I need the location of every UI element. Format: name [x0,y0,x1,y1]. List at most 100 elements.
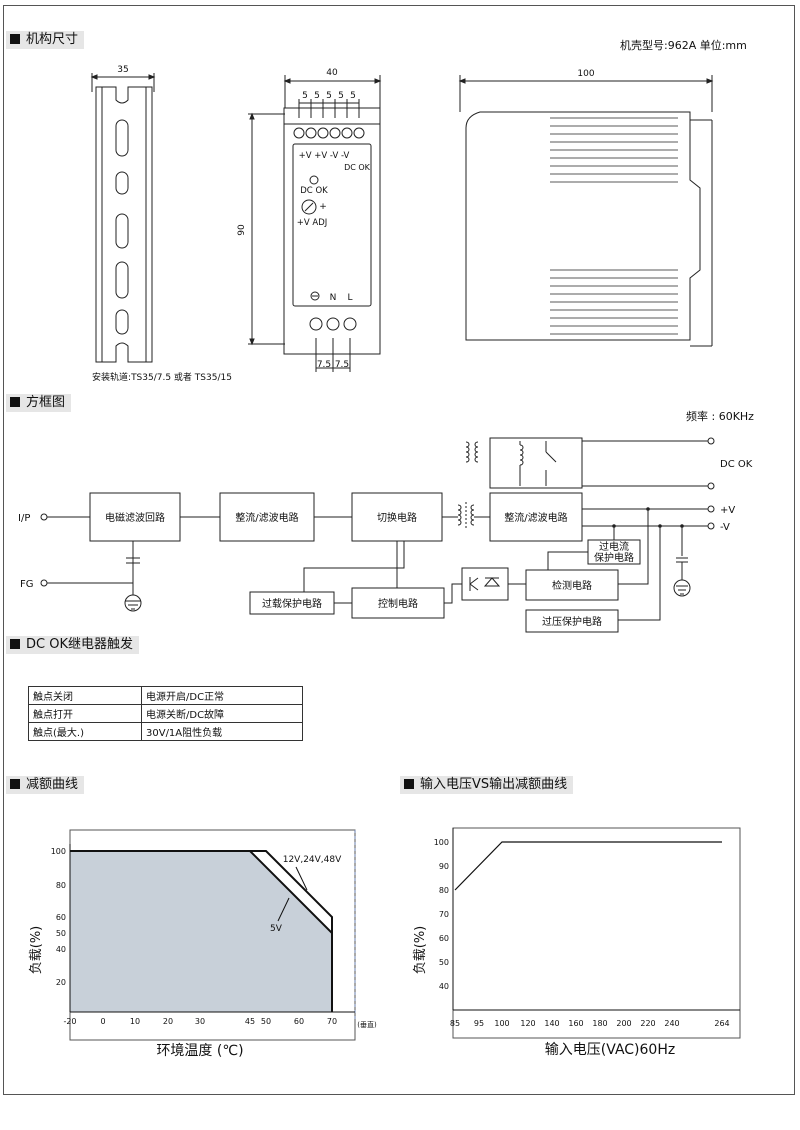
x-tick-label: 220 [640,1019,655,1028]
section-title: 方框图 [26,395,66,410]
dc-ok-terminal [707,482,715,490]
plot-frame [452,827,741,1039]
table-cell: 触点打开 [28,704,142,723]
wire [444,583,462,604]
vent-slots-top [550,117,678,183]
x-unit-note: (垂直) [357,1020,377,1029]
x-axis-label: 输入电压(VAC)60Hz [545,1042,675,1058]
section-block-diagram: 方框图 [6,394,72,412]
optocoupler-block [461,567,509,601]
rectifier-label: 整流/滤波电路 [235,511,298,524]
page-frame [3,5,795,1095]
x-tick-label: 50 [261,1017,271,1026]
dim-arrows [458,78,714,84]
x-tick-label: 20 [163,1017,173,1026]
relay-block [489,437,583,489]
mechanical-drawing: 35 40 100 5 5 5 5 5 +V +V -V -V DC OK DC… [90,65,714,383]
dim-5-label: 5 [302,91,308,101]
detection-label: 检测电路 [552,579,592,592]
fg-label: FG [20,579,34,590]
y-axis-label: 负载(%) [29,926,44,975]
dim-arrows [249,112,255,346]
junction-dot [612,524,616,528]
rail-slot [115,213,129,249]
y-tick-label: 100 [434,838,449,847]
dc-ok-terminal-label: DC OK [344,163,371,172]
y-tick-label: 80 [56,881,66,890]
section-title: 输入电压VS输出减额曲线 [420,777,568,792]
dim-5-label: 5 [338,91,344,101]
wire [547,526,615,570]
wire [582,440,708,487]
input-terminal [343,317,357,331]
section-dc-ok-relay: DC OK继电器触发 [6,636,139,654]
terminal-screw [305,127,317,139]
dim-7-5-label: 7.5 [335,360,349,370]
v-adj-knob [301,199,317,215]
ovp-block [525,609,619,633]
x-tick-label: 120 [520,1019,535,1028]
x-tick-label: -20 [63,1017,76,1026]
relay-table: 触点关闭 电源开启/DC正常 触点打开 电源关断/DC故障 触点(最大.) 30… [28,686,303,741]
dim-arrows [283,78,382,84]
dim-5-label: 5 [350,91,356,101]
junction-dot [646,507,650,511]
case-info: 机壳型号:962A 单位:mm [620,39,747,52]
rail-slot [115,261,129,299]
y-tick-label: 40 [439,982,449,991]
wire [582,508,708,527]
y-tick-label: 50 [56,929,66,938]
series-label-12v: 12V,24V,48V [283,855,342,865]
table-cell: 电源开启/DC正常 [141,686,303,705]
x-tick-label: 30 [195,1017,205,1026]
v-adj-slot [304,202,314,212]
table-cell: 30V/1A阻性负载 [141,722,303,741]
ground-icon [676,562,688,595]
relay-coil [474,441,479,463]
terminal-labels: +V +V -V -V [299,151,350,161]
olp-label: 过载保护电路 [262,597,322,610]
ip-label: I/P [18,513,30,524]
detection-block [525,569,619,601]
table-cell: 电源关断/DC故障 [141,704,303,723]
junction-dot [680,524,684,528]
x-tick-label: 85 [450,1019,460,1028]
y-tick-label: 40 [56,945,66,954]
dim-35-label: 35 [117,65,128,75]
dim-5-label: 5 [326,91,332,101]
ovp-label: 过压保护电路 [542,615,602,628]
wire [618,509,649,585]
section-mechanical: 机构尺寸 [6,31,85,49]
y-tick-label: 80 [439,886,449,895]
terminal-screw [341,127,353,139]
input-terminal [309,317,323,331]
terminal-screw [329,127,341,139]
v-adj-label: +V ADJ [297,218,328,228]
y-tick-label: 50 [439,958,449,967]
square-bullet-icon [10,34,20,44]
wire [303,541,405,592]
x-tick-label: 10 [130,1017,140,1026]
table-cell: 触点(最大.) [28,722,142,741]
capacitor [676,557,688,563]
dim-arrows [90,74,156,80]
x-tick-label: 100 [494,1019,509,1028]
relay-switch [545,441,557,486]
square-bullet-icon [10,639,20,649]
y-tick-label: 100 [51,847,66,856]
plus-v-terminal [707,505,715,513]
series-label-leader [277,897,290,922]
dc-ok-led-label: DC OK [300,186,328,196]
series-line [454,841,722,891]
dim-90-label: 90 [237,224,247,236]
y-tick-label: 60 [56,913,66,922]
v-adj-plus: + [319,202,327,212]
minus-v-label: -V [720,522,730,533]
section-title: DC OK继电器触发 [26,637,133,652]
capacitor [126,557,140,564]
